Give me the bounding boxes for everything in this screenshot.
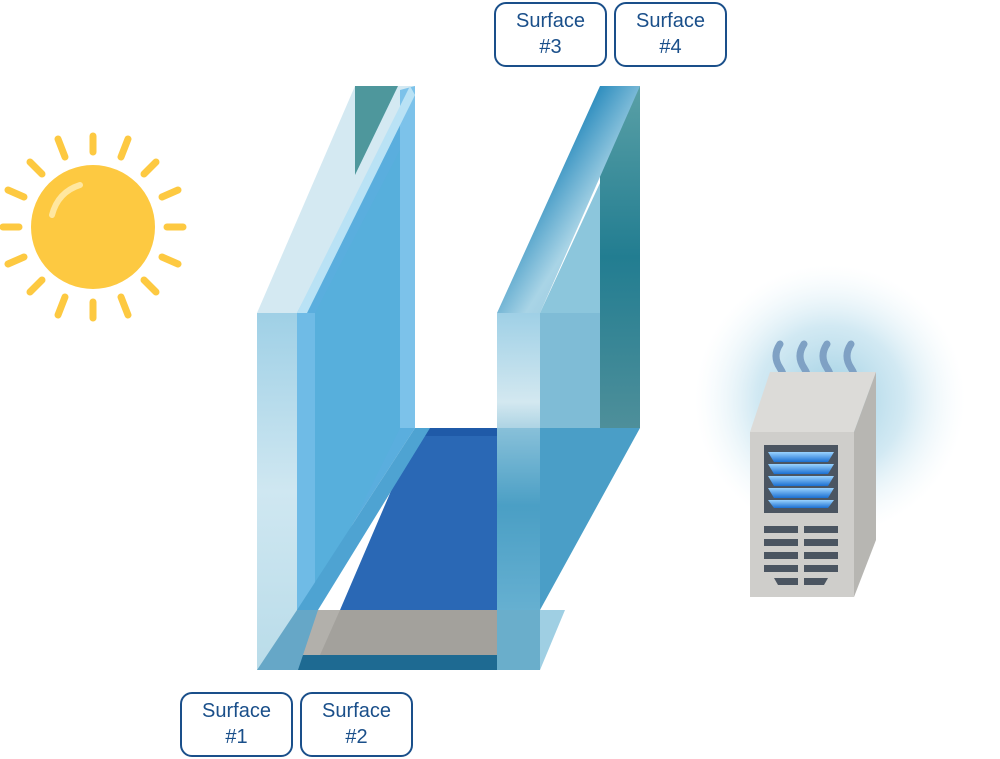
surface-1-label-line2: #1 [225, 726, 248, 748]
heater-icon [695, 265, 965, 597]
surface-4-label-line1: Surface [636, 10, 705, 32]
surface-1-label-line1: Surface [202, 700, 271, 722]
surface-3-label: Surface #3 [494, 2, 607, 67]
spacer-seal [296, 610, 498, 655]
outer-pane [257, 86, 430, 670]
air-cavity [340, 428, 498, 610]
surface-3-label-line1: Surface [516, 10, 585, 32]
surface-3-label-line2: #3 [539, 36, 562, 58]
surface-1-label: Surface #1 [180, 692, 293, 757]
inner-pane [497, 86, 640, 670]
surface-4-label: Surface #4 [614, 2, 727, 67]
surface-2-label-line1: Surface [322, 700, 391, 722]
surface-2-label: Surface #2 [300, 692, 413, 757]
surface-2-label-line2: #2 [345, 726, 368, 748]
sun-icon [0, 132, 187, 322]
surface-4-label-line2: #4 [659, 36, 682, 58]
double-pane-glass-unit [257, 86, 640, 670]
